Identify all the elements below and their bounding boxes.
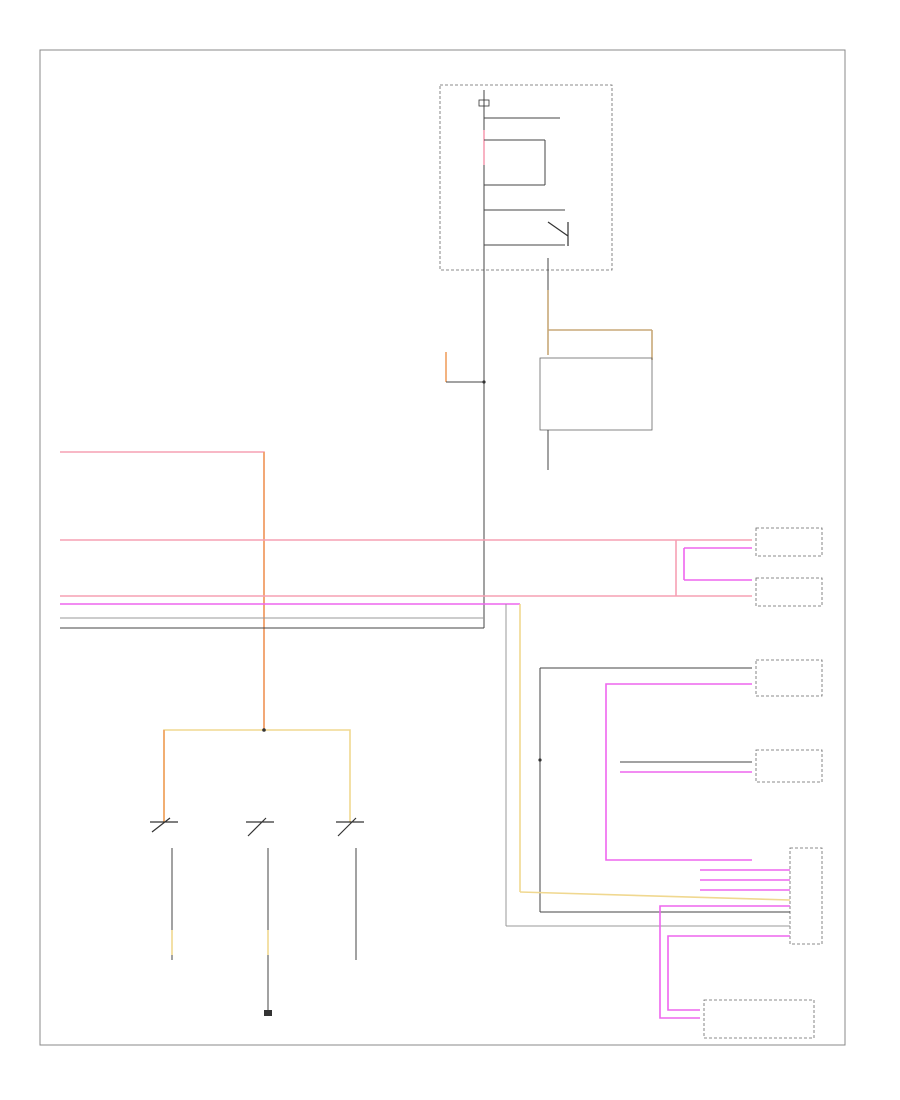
left-rear-speaker-box	[755, 577, 823, 607]
diagram-frame	[39, 49, 846, 1046]
pink-loop-wire	[605, 683, 752, 861]
pink-bottom-wire-2	[667, 935, 790, 1011]
fuse-panel-group	[439, 84, 613, 290]
pink-bottom-wire-1	[659, 905, 790, 1019]
lower-splice-dot	[538, 758, 542, 762]
door-switch-1-icon	[150, 817, 178, 833]
module-group-upper	[539, 290, 653, 470]
left-ground-symbol	[264, 1010, 272, 1016]
door-switch-group	[150, 728, 364, 1016]
lower-connector-block-box	[789, 847, 823, 945]
splice-dot	[482, 380, 486, 384]
door-switch-3-icon	[336, 817, 364, 837]
switch-bus-yellow	[163, 729, 351, 822]
lower-module-b-box	[755, 749, 823, 783]
switch-bus-splice	[262, 728, 266, 732]
fuse-symbol	[478, 99, 490, 107]
speaker-group	[675, 527, 823, 607]
left-front-speaker-box	[755, 527, 823, 557]
block-wire-4	[519, 891, 791, 901]
splice-upper-group	[445, 352, 486, 384]
lower-module-a-box	[755, 659, 823, 697]
relay-contact-icon	[547, 221, 569, 246]
red-wire-to-switches	[60, 451, 265, 730]
lower-right-group	[505, 604, 823, 1039]
door-switch-2-icon	[246, 817, 274, 837]
bottom-right-unit-box	[703, 999, 815, 1039]
module-left-box	[539, 357, 653, 431]
fuse-panel-box	[439, 84, 613, 271]
